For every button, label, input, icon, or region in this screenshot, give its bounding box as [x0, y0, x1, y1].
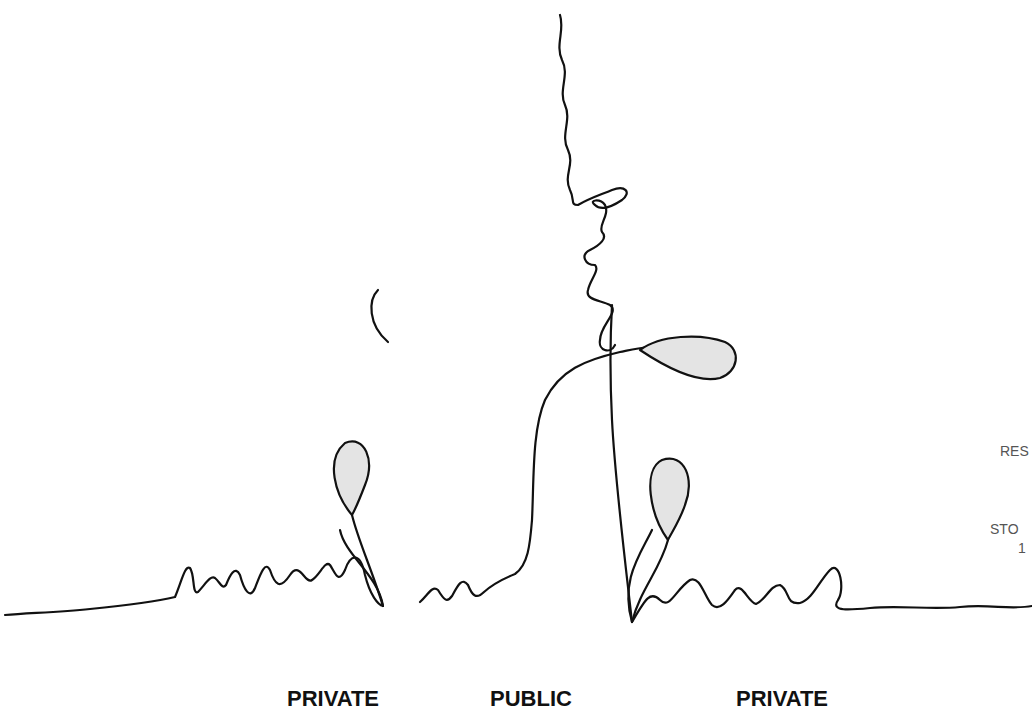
zone-label: PUBLIC: [490, 686, 572, 712]
ground-line: [632, 568, 1032, 622]
side-note: STO: [990, 521, 1019, 537]
small-arc: [371, 290, 388, 342]
leaf-stem: [632, 540, 668, 622]
zone-label: PRIVATE: [287, 686, 379, 712]
leaf-shape: [650, 459, 689, 540]
spire-stem: [611, 305, 633, 622]
leaf-stem: [340, 530, 383, 606]
central-line: [420, 347, 670, 602]
side-note: 1: [1018, 540, 1026, 556]
leaf-shape: [334, 441, 369, 515]
side-note: RES: [1000, 443, 1029, 459]
zone-label: PRIVATE: [736, 686, 828, 712]
ground-line: [5, 558, 383, 616]
spire-line: [559, 15, 626, 350]
leaf-shape: [640, 337, 736, 379]
